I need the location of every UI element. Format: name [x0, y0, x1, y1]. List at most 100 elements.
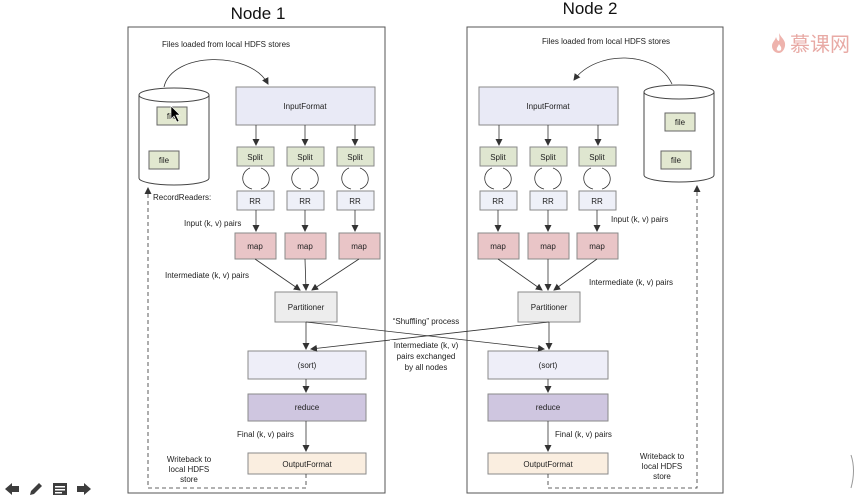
node-2-map-2-label: map	[540, 242, 556, 251]
node-1-outputformat-label: OutputFormat	[282, 460, 332, 469]
node-2-load-arrow	[573, 57, 673, 85]
node-1-loop-2	[291, 167, 319, 190]
node-2-writeback-arrow	[547, 185, 701, 489]
node-1-map-3	[338, 232, 381, 260]
menu-button[interactable]	[50, 480, 70, 498]
node-2-frame	[466, 26, 724, 494]
node-2-writeback-line-1: Writeback to	[640, 452, 685, 461]
node-1-partitioner	[274, 291, 338, 323]
node-2-loop-2	[534, 167, 562, 190]
node-1-column-1: Split RR map	[234, 125, 277, 260]
node-2-outputformat-label: OutputFormat	[523, 460, 573, 469]
node-1-partitioner-label: Partitioner	[288, 303, 325, 312]
node-1-hdfs-store: file file	[138, 87, 210, 186]
node-2-split-2-label: Split	[540, 153, 556, 162]
node-1-loop-1	[242, 167, 270, 190]
node-2-rr-3-label: RR	[591, 197, 603, 206]
node-1-map-2	[284, 232, 327, 260]
node-2-loop-1	[484, 167, 512, 190]
node-1-rr-3	[336, 190, 375, 211]
node-2-file-1-label: file	[675, 118, 686, 127]
node-2-intermediate-label: Intermediate (k, v) pairs	[589, 278, 673, 287]
node-2-partitioner	[517, 291, 581, 323]
node-2-file-2-label: file	[671, 156, 682, 165]
shuffle-desc-line-1: Intermediate (k, v)	[394, 341, 459, 350]
node-1-rr-1-label: RR	[249, 197, 261, 206]
node-2-file-2	[660, 150, 692, 170]
node-1-map-2-label: map	[297, 242, 313, 251]
node-1-map-1-label: map	[247, 242, 263, 251]
node-2-rr-1-label: RR	[492, 197, 504, 206]
node-2-map-2	[527, 232, 570, 260]
node-2-split-3-label: Split	[589, 153, 605, 162]
node-1-writeback-line-1: Writeback to	[167, 455, 212, 464]
menu-icon	[53, 483, 67, 495]
node-2-rr-2	[529, 190, 568, 211]
node-2: Node 2 Files loaded from local HDFS stor…	[466, 0, 724, 494]
node-1-writeback-line-2: local HDFS	[169, 465, 209, 474]
node-2-input-pairs-label: Input (k, v) pairs	[611, 215, 668, 224]
node-1-split-3-label: Split	[347, 153, 363, 162]
node-1-map-3-label: map	[351, 242, 367, 251]
node-1-title: Node 1	[231, 4, 286, 23]
node-2-inputformat	[478, 86, 619, 126]
next-slide-button[interactable]	[74, 480, 94, 498]
node-2-loop-3	[583, 167, 611, 190]
node-1-input-pairs-label: Input (k, v) pairs	[184, 219, 241, 228]
node-2-column-3: Split RR map	[576, 125, 619, 260]
node-2-sort	[487, 350, 609, 380]
arrow-left-icon	[5, 483, 19, 495]
node-2-rr-2-label: RR	[542, 197, 554, 206]
node-1-column-3: Split RR map	[336, 125, 381, 260]
node-2-map-3-label: map	[589, 242, 605, 251]
flame-icon	[772, 32, 786, 53]
node-2-map-1-label: map	[490, 242, 506, 251]
node-2-split-1-label: Split	[490, 153, 506, 162]
node-1-inputformat	[235, 86, 376, 126]
node-2-partitioner-label: Partitioner	[531, 303, 568, 312]
scroll-edge-indicator	[850, 454, 854, 489]
node-1-final-pairs-label: Final (k, v) pairs	[237, 430, 294, 439]
node-1-outputformat	[247, 452, 367, 475]
shuffle-desc-line-3: by all nodes	[405, 363, 448, 372]
node-1-split-3	[336, 146, 375, 167]
pen-icon	[30, 483, 42, 495]
shuffle-desc-line-2: pairs exchanged	[397, 352, 456, 361]
node-1-rr-2-label: RR	[299, 197, 311, 206]
node-1-frame	[127, 26, 386, 494]
node-1-recordreaders-label: RecordReaders:	[153, 193, 211, 202]
node-2-split-1	[479, 146, 518, 167]
node-2-hdfs-store: file file	[643, 84, 715, 183]
node-1-sort	[247, 350, 367, 380]
pen-tool-button[interactable]	[26, 480, 46, 498]
prev-slide-button[interactable]	[2, 480, 22, 498]
presentation-toolbar	[2, 480, 94, 498]
node-1-sort-label: (sort)	[298, 361, 317, 370]
node-2-inputformat-label: InputFormat	[526, 102, 570, 111]
cursor-icon	[170, 105, 181, 123]
node-1-loop-3	[341, 167, 369, 190]
watermark-text: 慕课网	[790, 32, 850, 56]
watermark-logo: 慕课网	[770, 28, 850, 57]
node-1-reduce	[247, 393, 367, 422]
node-2-writeback-line-3: store	[653, 472, 671, 481]
node-2-column-1: Split RR map	[477, 125, 520, 260]
node-2-split-2	[529, 146, 568, 167]
node-1-file-2	[148, 150, 180, 170]
node-2-file-1	[664, 112, 696, 132]
node-2-split-3	[578, 146, 617, 167]
node-2-map-3	[576, 232, 619, 260]
node-1-split-1	[236, 146, 275, 167]
shuffle-arrow-1-to-2	[305, 321, 545, 352]
node-1-file-2-label: file	[159, 156, 170, 165]
shuffle-arrow-2-to-1	[310, 321, 550, 352]
node-2-sort-label: (sort)	[539, 361, 558, 370]
node-1-inputformat-label: InputFormat	[283, 102, 327, 111]
node-1-intermediate-label: Intermediate (k, v) pairs	[165, 271, 249, 280]
node-2-map-1	[477, 232, 520, 260]
node-2-reduce-label: reduce	[536, 403, 561, 412]
node-1-column-2: Split RR map	[284, 125, 327, 260]
node-1-rr-3-label: RR	[349, 197, 361, 206]
node-1: Node 1 Files loaded from local HDFS stor…	[127, 4, 386, 494]
